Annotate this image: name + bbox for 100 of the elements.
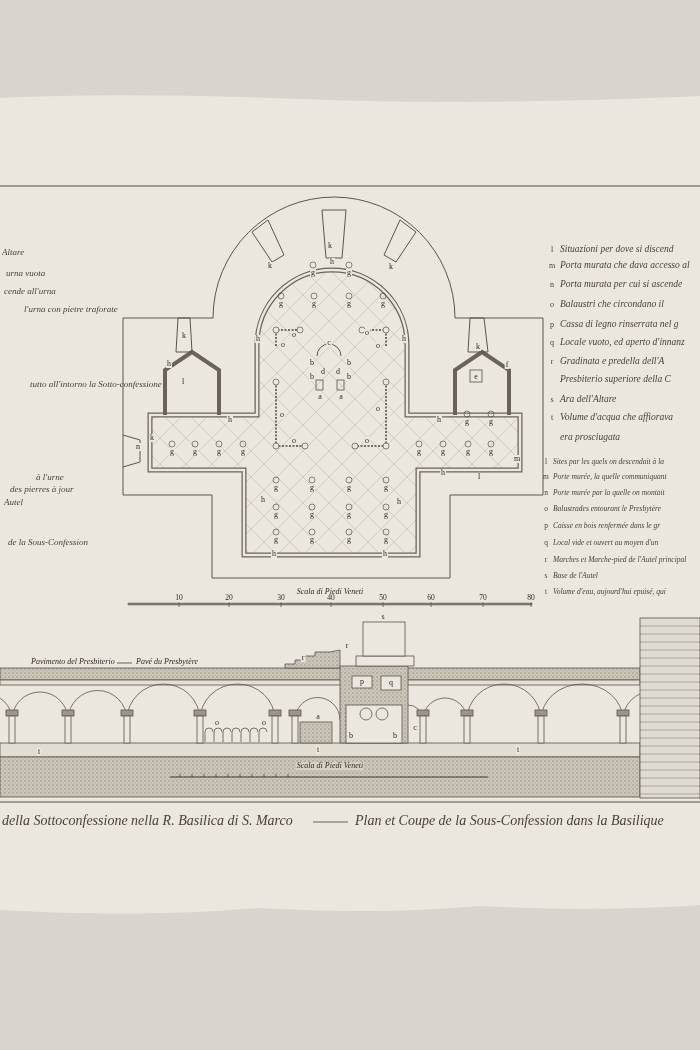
plan-letter: g bbox=[346, 484, 352, 492]
legend-text: cende all'urna bbox=[4, 286, 56, 296]
legend-letter: n bbox=[550, 281, 554, 289]
plan-letter: o bbox=[291, 331, 297, 339]
plan-letter: b bbox=[346, 373, 352, 381]
plan-letter: k bbox=[327, 242, 333, 250]
legend-text: Balaustri che circondano il bbox=[560, 300, 664, 310]
legend-text: Locale vuoto, ed aperto d'innanz bbox=[560, 338, 685, 348]
section-title: Pavimento del Presbiterio bbox=[30, 658, 116, 666]
plan-letter: m bbox=[512, 455, 522, 463]
legend-text: Ara dell'Altare bbox=[560, 395, 617, 405]
plan-letter: g bbox=[240, 448, 246, 456]
plan-letter: h bbox=[440, 469, 446, 477]
legend-text: Cassa di legno rinserrata nel g bbox=[560, 320, 679, 330]
plan-letter: h bbox=[436, 416, 442, 424]
legend-letter: s bbox=[550, 396, 554, 404]
plan-letter: g bbox=[383, 536, 389, 544]
plan-letter: o bbox=[364, 437, 370, 445]
legend-letter: m bbox=[548, 262, 556, 270]
plan-letter: h bbox=[260, 496, 266, 504]
plan-letter: d bbox=[335, 368, 341, 376]
plan-letter: o bbox=[291, 437, 297, 445]
caption-text: della Sottoconfessione nella R. Basilica di S. Marco bbox=[2, 814, 293, 828]
plan-letter: b bbox=[309, 359, 315, 367]
section-letter: o bbox=[261, 719, 267, 727]
plan-letter: b bbox=[309, 373, 315, 381]
plan-letter: f bbox=[504, 361, 510, 369]
plan-letter: o bbox=[375, 342, 381, 350]
plan-letter: g bbox=[309, 511, 315, 519]
section-letter: b bbox=[392, 732, 398, 740]
section-letter: s bbox=[380, 613, 386, 621]
legend-text: Gradinata e predella dell'A bbox=[560, 357, 665, 367]
legend-text: Autel bbox=[4, 497, 23, 507]
scale-title: Scala di Piedi Veneti bbox=[295, 762, 365, 770]
plan-letter: g bbox=[273, 536, 279, 544]
plan-letter: g bbox=[273, 484, 279, 492]
plan-letter: g bbox=[464, 418, 470, 426]
plan-letter: o bbox=[364, 329, 370, 337]
section-letter: p bbox=[359, 678, 365, 686]
section-letter: t bbox=[36, 748, 42, 756]
plan-letter: g bbox=[310, 269, 316, 277]
plan-letter: h bbox=[166, 360, 172, 368]
legend-text: à l'urne bbox=[36, 472, 64, 482]
legend-text: tutto all'intorno la Sotto-confessione bbox=[30, 379, 162, 389]
plan-letter: g bbox=[416, 448, 422, 456]
plan-letter: h bbox=[227, 416, 233, 424]
plan-letter: g bbox=[309, 536, 315, 544]
plan-letter: o bbox=[280, 341, 286, 349]
plan-letter: d bbox=[320, 368, 326, 376]
legend-text: l'urna con pietre traforate bbox=[24, 304, 118, 314]
plan-letter: k bbox=[388, 263, 394, 271]
plan-letter: g bbox=[346, 300, 352, 308]
legend-text: Altare bbox=[2, 247, 25, 257]
plan-letter: k bbox=[181, 332, 187, 340]
plan-letter: c bbox=[326, 339, 332, 347]
legend-letter: r bbox=[550, 358, 554, 366]
scale-title: Scala di Piedi Veneti bbox=[295, 588, 365, 596]
plan-letter: g bbox=[169, 448, 175, 456]
section-letter: t bbox=[315, 746, 321, 754]
plan-letter: g bbox=[346, 269, 352, 277]
plan-letter: g bbox=[311, 300, 317, 308]
section-letter: b bbox=[348, 732, 354, 740]
plan-letter: g bbox=[273, 511, 279, 519]
section-letter: c bbox=[412, 724, 418, 732]
plan-letter: h bbox=[382, 550, 388, 558]
legend-text: Presbiterio superiore della C bbox=[560, 375, 671, 385]
plan-letter: g bbox=[216, 448, 222, 456]
plan-letter: g bbox=[488, 448, 494, 456]
section-title: Pavé du Presbytère bbox=[135, 658, 200, 666]
section-letter: r bbox=[344, 642, 350, 650]
plan-letter: g bbox=[192, 448, 198, 456]
plan-letter: g bbox=[465, 448, 471, 456]
plan-letter: g bbox=[440, 448, 446, 456]
legend-text: urna vuota bbox=[6, 268, 46, 278]
plan-letter: g bbox=[346, 536, 352, 544]
plan-letter: l bbox=[476, 473, 482, 481]
legend-letter: p bbox=[550, 321, 554, 329]
plan-letter: k bbox=[149, 434, 155, 442]
plan-letter: h bbox=[255, 335, 261, 343]
legend-letter: l bbox=[550, 246, 554, 254]
legend-text: Porta murata che dava accesso al bbox=[560, 261, 690, 271]
plan-letter: g bbox=[278, 300, 284, 308]
plan-letter: a bbox=[317, 393, 323, 401]
section-letter: q bbox=[388, 679, 394, 687]
plan-letter: g bbox=[383, 484, 389, 492]
section-letter: t bbox=[515, 746, 521, 754]
plan-letter: h bbox=[329, 258, 335, 266]
section-letter: r bbox=[300, 654, 306, 662]
caption-text: Plan et Coupe de la Sous-Confession dans la Basilique bbox=[355, 814, 664, 828]
legend-text: Volume d'acqua che affiorava bbox=[560, 413, 674, 423]
section-letter: a bbox=[315, 713, 321, 721]
plan-letter: g bbox=[380, 300, 386, 308]
legend-text: Porta murata per cui si ascende bbox=[560, 280, 683, 290]
legend-text: des pierres à jour bbox=[10, 484, 74, 494]
plan-letter: g bbox=[488, 418, 494, 426]
legend-text: era prosciugata bbox=[560, 433, 621, 443]
section-letter: o bbox=[214, 719, 220, 727]
legend-letter: q bbox=[550, 339, 554, 347]
legend-letter: t bbox=[550, 414, 554, 422]
plan-letter: h bbox=[396, 498, 402, 506]
